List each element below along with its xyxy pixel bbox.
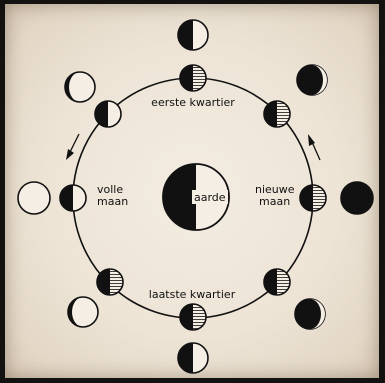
outer-moon-bottom xyxy=(178,343,208,373)
orbit-moon-left xyxy=(60,185,86,211)
outer-moon-right xyxy=(341,182,373,214)
first-quarter-label: eerste kwartier xyxy=(151,96,235,109)
earth: aarde xyxy=(163,164,229,230)
outer-moon-lower-left xyxy=(68,297,98,327)
last-quarter-label: laatste kwartier xyxy=(149,288,236,301)
orbit-moon-bottom xyxy=(180,304,206,330)
direction-arrow-left xyxy=(66,134,79,160)
full-moon-label-line2: maan xyxy=(97,195,128,208)
new-moon-label-line2: maan xyxy=(259,195,290,208)
earth-label: aarde xyxy=(194,191,226,204)
outer-moon-upper-right xyxy=(297,65,327,95)
orbit-moon-lower-right xyxy=(264,269,290,295)
orbit-moon-upper-right xyxy=(264,101,290,127)
outer-moon-top xyxy=(178,20,208,50)
orbit-moon-right xyxy=(300,185,326,211)
orbit-moon-upper-left xyxy=(95,101,121,127)
direction-arrow-right xyxy=(308,134,320,160)
orbit-moon-lower-left xyxy=(97,269,123,295)
outer-moon-upper-left xyxy=(65,72,95,102)
outer-moon-left xyxy=(18,182,50,214)
orbit-moon-top xyxy=(180,65,206,91)
outer-moon-lower-right xyxy=(295,299,325,329)
